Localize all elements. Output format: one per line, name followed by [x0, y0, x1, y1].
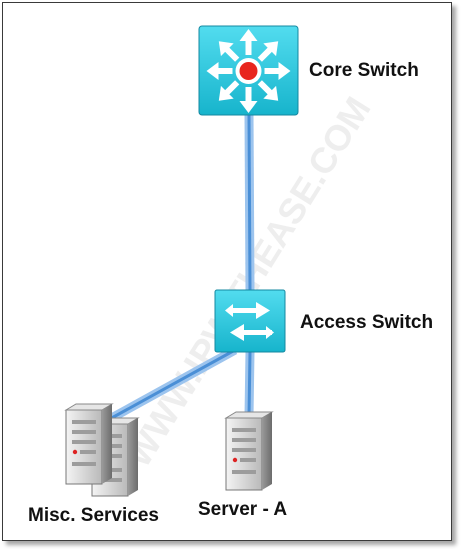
core-switch-label: Core Switch — [309, 60, 419, 81]
workgroup-switch-icon[interactable] — [214, 289, 286, 353]
server-a-label: Server - A — [198, 499, 288, 520]
links — [105, 114, 255, 424]
access-switch-label: Access Switch — [300, 312, 434, 333]
server-icon[interactable] — [224, 411, 274, 491]
center-dot-icon — [239, 62, 258, 80]
multilayer-switch-icon[interactable] — [198, 25, 299, 116]
misc-services-label: Misc. Services — [28, 505, 159, 526]
server-group-icon[interactable] — [64, 403, 140, 497]
